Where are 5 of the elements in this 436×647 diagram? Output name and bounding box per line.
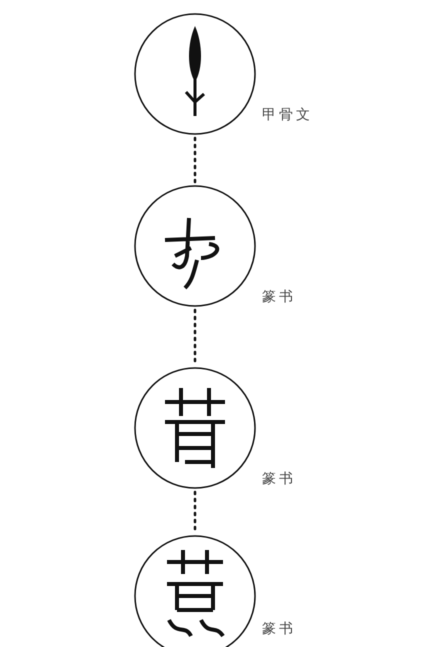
script-name-label: 甲骨文	[262, 106, 313, 124]
dotted-connector	[194, 136, 196, 184]
script-name-label: 篆书	[262, 620, 296, 638]
script-name-label: 篆书	[262, 470, 296, 488]
script-name-label: 篆书	[262, 288, 296, 306]
